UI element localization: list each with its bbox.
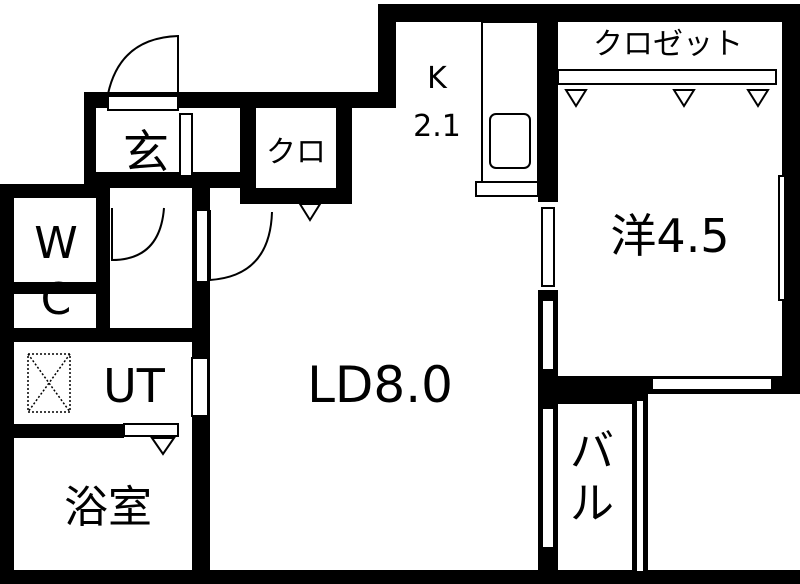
- door-swings: [107, 34, 273, 282]
- label-western-room: 洋4.5: [610, 209, 729, 263]
- label-balcony-ba: バ: [570, 426, 614, 477]
- label-balcony-ru: ル: [570, 478, 614, 529]
- label-wc-c: C: [41, 274, 72, 325]
- label-wc-w: W: [34, 218, 78, 269]
- label-kitchen-name: K: [427, 61, 448, 96]
- label-utility: UT: [103, 359, 166, 413]
- label-bath: 浴室: [64, 482, 152, 533]
- label-entrance: 玄: [123, 125, 169, 179]
- fixtures: [107, 21, 786, 573]
- label-kitchen-size: 2.1: [413, 109, 461, 144]
- label-closet-small: クロ: [266, 135, 326, 170]
- label-living-dining: LD8.0: [307, 356, 453, 414]
- label-closet-large: クロゼット: [593, 27, 743, 62]
- washer-pan-icon: [27, 353, 71, 413]
- triangle-markers: [150, 89, 770, 456]
